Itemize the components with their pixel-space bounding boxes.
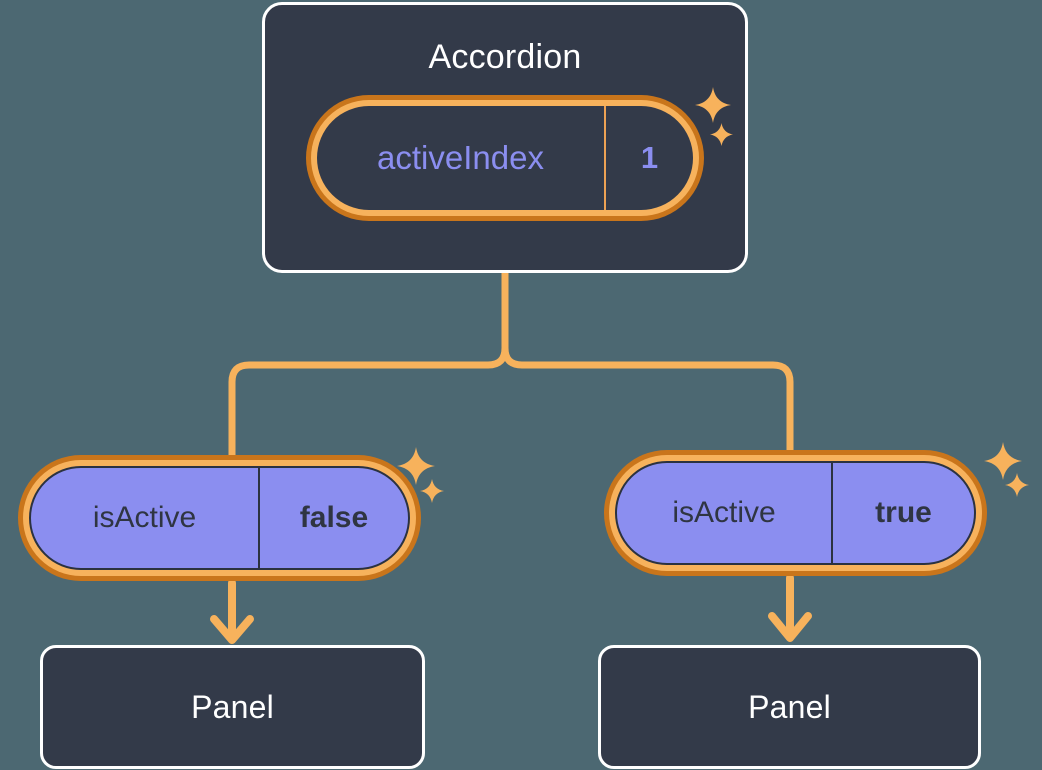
connector-tree-branch-left [228,344,509,461]
hook-key-is-active-right: isActive [617,463,833,563]
panel-left-title: Panel [191,688,274,725]
hook-pill-active-index[interactable]: activeIndex 1 [306,95,704,221]
hook-pill-ring: isActive true [609,455,982,571]
hook-pill-ring: isActive false [23,460,416,576]
arrow-right-panel-head [768,612,812,642]
panel-card-left[interactable]: Panel [40,645,425,769]
sparkle-right-large-icon [983,441,1023,481]
hook-pill-is-active-true[interactable]: isActive true [604,450,987,576]
panel-card-right[interactable]: Panel [598,645,981,769]
hook-value-active-index: 1 [640,140,659,175]
hook-value-is-active-right: true [875,496,932,529]
sparkle-right-small-icon [1004,472,1030,498]
arrow-left-panel-head [210,615,254,644]
sparkle-left-small-icon [419,478,445,504]
hook-pill-ring: activeIndex 1 [311,100,699,216]
hook-pill-body: isActive true [615,461,976,565]
connector-tree-branch [501,269,794,456]
hook-pill-body: isActive false [29,466,410,570]
accordion-title: Accordion [428,38,582,76]
hook-pill-body: activeIndex 1 [317,106,693,210]
hook-value-is-active-left: false [299,501,369,534]
hook-key-is-active-left: isActive [31,468,260,568]
panel-right-title: Panel [748,688,831,725]
hook-pill-is-active-false[interactable]: isActive false [18,455,421,581]
hook-key-active-index: activeIndex [317,106,606,210]
